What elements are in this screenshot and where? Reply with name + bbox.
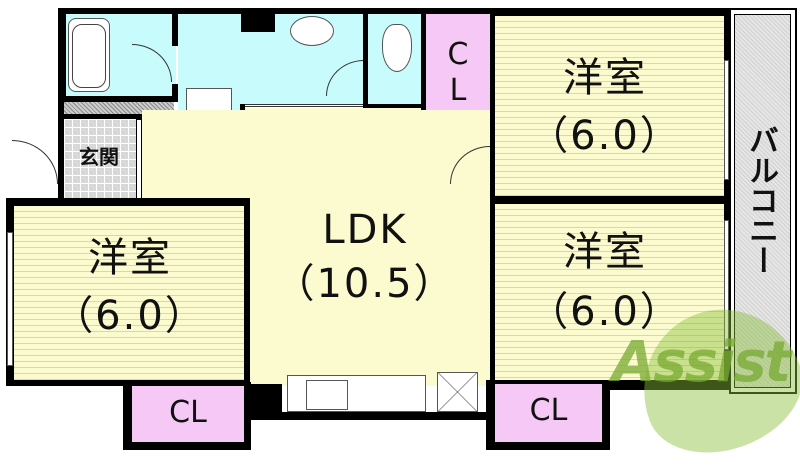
top-wall: [58, 8, 730, 16]
right-window-bottom: [724, 220, 729, 350]
toilet-icon: [382, 24, 412, 72]
sink-icon: [306, 380, 348, 410]
entrance: [64, 119, 136, 201]
bathtub-inner: [72, 24, 106, 88]
closet-top-label-c: C: [447, 37, 469, 72]
closet-top-label-l: L: [449, 73, 467, 108]
western-room-bottom-right: [495, 204, 724, 380]
left-window: [7, 232, 13, 366]
sliding-door: [245, 104, 367, 107]
balcony-label: バルコニー: [743, 125, 778, 275]
ldk-upper: [245, 108, 421, 138]
bath-right-wall-lower: [172, 84, 178, 100]
western-room-bottom-right-label: 洋室: [563, 229, 647, 275]
closet-bottom-right: [495, 384, 602, 442]
watermark-text: Assist: [612, 330, 791, 395]
closet-bottom-left-label: CL: [169, 395, 207, 430]
bath-bottom-wall: [58, 96, 178, 102]
western-room-top-right: [495, 16, 724, 196]
ldk-size: （10.5）: [274, 261, 456, 307]
ldk-bottom-wall: [246, 412, 492, 420]
washbasin-icon: [290, 16, 334, 46]
right-window-top: [724, 60, 729, 180]
western-room-top-right-size: （6.0）: [528, 113, 682, 159]
entrance-door-icon: [12, 140, 58, 184]
toilet-left-wall: [363, 8, 368, 108]
bath-right-wall: [172, 8, 178, 46]
washroom-wall-block: [241, 14, 275, 32]
western-room-left-label: 洋室: [88, 235, 172, 281]
western-room-left: [14, 206, 244, 380]
western-room-bottom-right-size: （6.0）: [528, 289, 682, 335]
genkan-top-wall: [58, 114, 178, 119]
ldk-label: LDK: [322, 207, 408, 253]
toilet-bottom-wall: [363, 104, 427, 109]
entrance-label: 玄関: [79, 145, 119, 169]
closet-bottom-left: [132, 386, 244, 442]
ldk-kitchen-block: [246, 384, 282, 414]
bath-left-wall: [58, 8, 66, 208]
western-room-top-right-label: 洋室: [563, 55, 647, 101]
western-room-left-size: （6.0）: [53, 293, 207, 339]
refrigerator-space: [437, 372, 478, 412]
balcony: [734, 14, 791, 388]
closet-bottom-right-label: CL: [529, 393, 568, 428]
